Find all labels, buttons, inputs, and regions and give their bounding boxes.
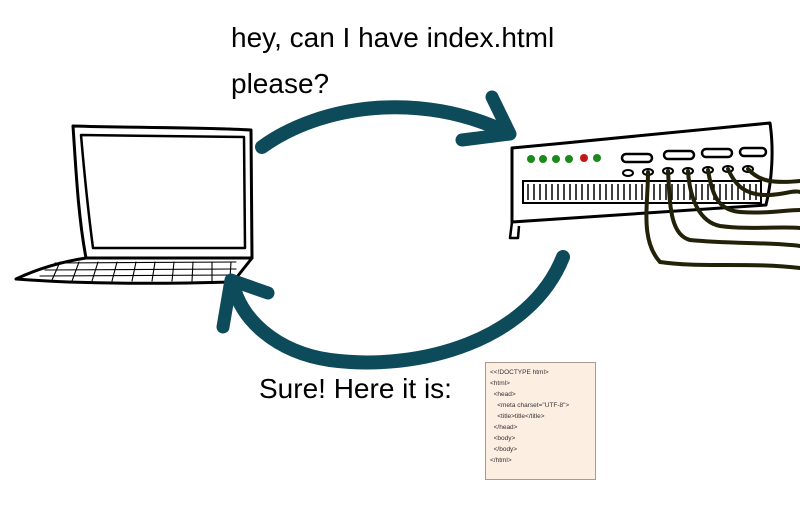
led-6 <box>593 154 601 162</box>
request-text-line-2: please? <box>231 68 330 99</box>
server-foot <box>508 221 521 240</box>
code-line: </head> <box>490 424 518 431</box>
laptop-icon <box>14 124 254 285</box>
led-3 <box>552 155 560 163</box>
cable-3 <box>686 169 800 230</box>
cable-4 <box>706 168 800 215</box>
drive-bay-1 <box>620 152 654 164</box>
network-cables <box>644 167 800 270</box>
led-4 <box>565 155 573 163</box>
laptop-keyboard <box>39 261 237 282</box>
response-text: Sure! Here it is: <box>259 373 452 404</box>
cable-2 <box>666 169 800 248</box>
request-arrow-head <box>455 90 517 147</box>
status-leds <box>527 154 601 163</box>
vent-panel <box>522 180 762 204</box>
cable-6 <box>746 167 800 184</box>
server-icon <box>508 121 800 270</box>
cable-1 <box>644 170 800 270</box>
code-line: <body> <box>490 435 516 442</box>
laptop-base <box>14 256 254 285</box>
code-line: <meta charset="UTF-8"> <box>490 402 570 409</box>
code-line: <html> <box>490 380 510 387</box>
code-line: <<!DOCTYPE html> <box>490 369 549 376</box>
drive-bay-2 <box>662 149 696 161</box>
code-line: <head> <box>490 391 516 398</box>
request-arrow <box>255 90 517 154</box>
cable-5 <box>726 167 800 198</box>
response-arrow-shaft <box>226 250 570 370</box>
laptop-screen-outer <box>71 124 254 260</box>
code-line: <title>title</title> <box>490 413 545 420</box>
led-5 <box>580 154 588 162</box>
html-document: <<!DOCTYPE html> <html> <head> <meta cha… <box>485 362 596 480</box>
port-7 <box>742 165 754 173</box>
response-arrow-head <box>216 273 275 334</box>
laptop-screen-inner <box>79 133 247 250</box>
drive-bays <box>620 146 768 164</box>
drive-bay-4 <box>738 146 768 158</box>
led-1 <box>527 155 535 163</box>
request-text-line-1: hey, can I have index.html <box>231 22 555 53</box>
response-arrow <box>216 250 570 370</box>
code-line: </html> <box>490 457 512 464</box>
led-2 <box>539 155 547 163</box>
vent-slots <box>527 184 757 200</box>
port-1 <box>622 169 634 177</box>
request-arrow-shaft <box>255 100 515 154</box>
drive-bay-3 <box>700 147 734 159</box>
code-line: </body> <box>490 446 518 453</box>
